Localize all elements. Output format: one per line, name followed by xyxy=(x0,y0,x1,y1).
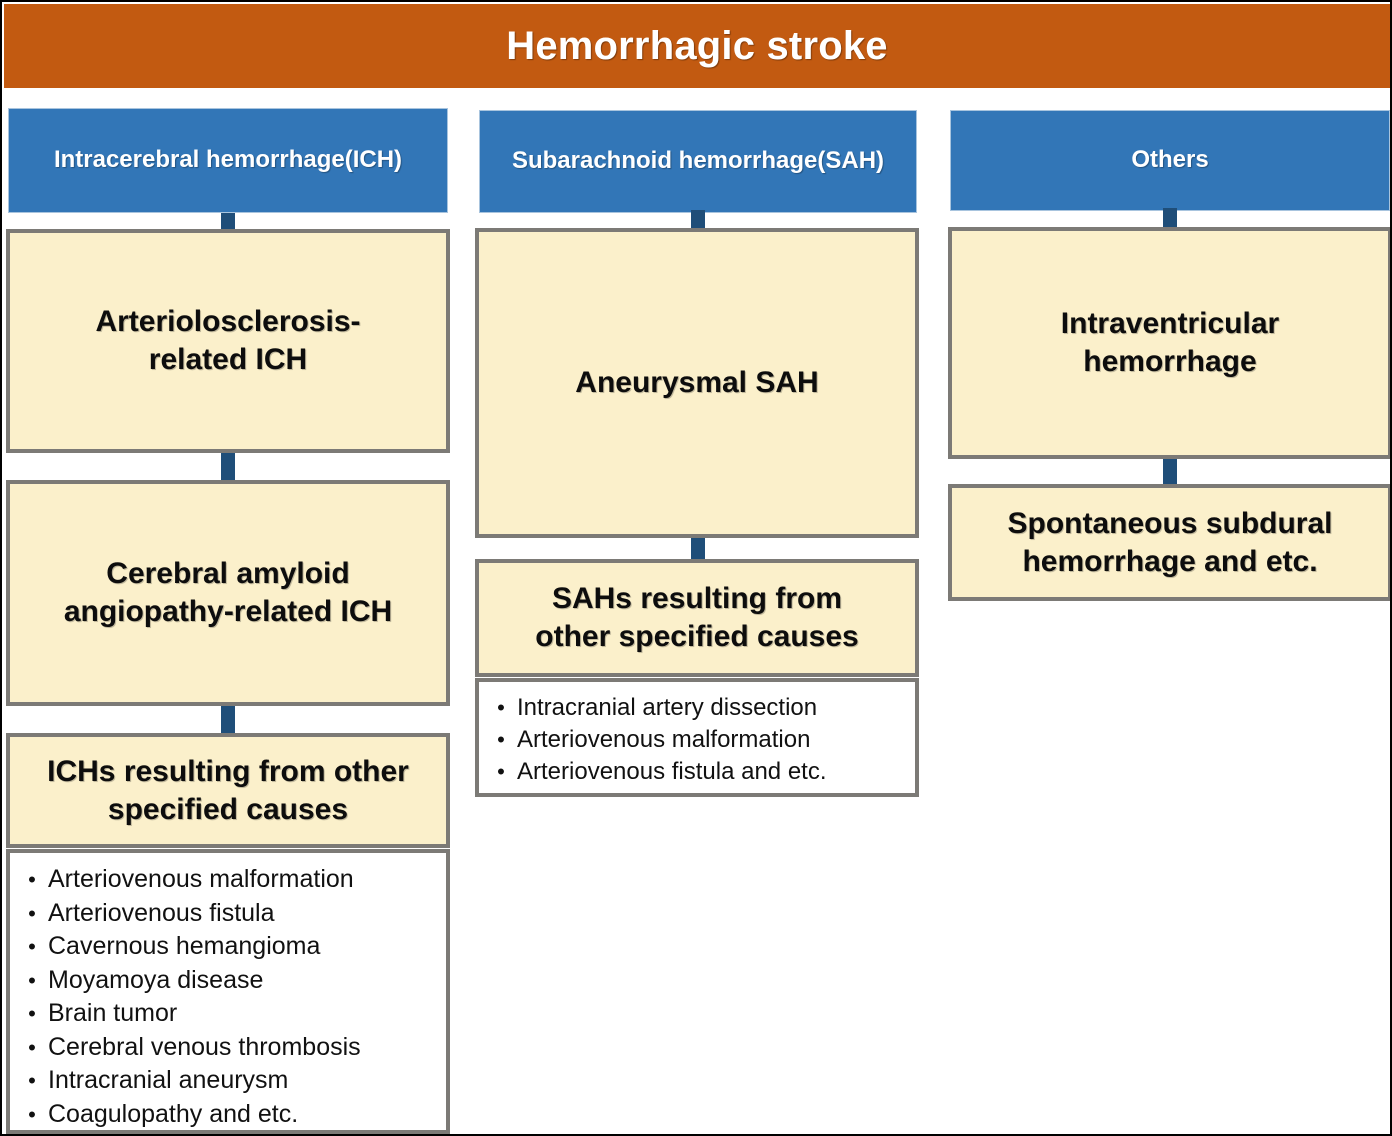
list-item: • Arteriovenous fistula and etc. xyxy=(485,756,909,788)
node-ichs-other-specified-causes: ICHs resulting from other specified caus… xyxy=(6,733,450,848)
node-ichs-other-line2: specified causes xyxy=(107,792,349,826)
list-item: • Moyamoya disease xyxy=(16,964,440,998)
list-item: • Intracranial artery dissection xyxy=(485,692,909,724)
node-cerebral-amyloid-angiopathy-related-ich: Cerebral amyloid angiopathy-related ICH xyxy=(6,480,450,706)
node-spontaneous-subdural-hemorrhage: Spontaneous subdural hemorrhage and etc. xyxy=(948,484,1390,601)
connector-others-node1-to-node2 xyxy=(1163,459,1177,485)
list-item: • Cavernous hemangioma xyxy=(16,930,440,964)
list-item: • Cerebral venous thrombosis xyxy=(16,1031,440,1065)
node-intraventricular-hemorrhage: Intraventricular hemorrhage xyxy=(948,227,1390,459)
node-aneurysmal-sah: Aneurysmal SAH xyxy=(475,228,919,538)
bullet-marker-icon: • xyxy=(497,727,505,753)
node-spontaneous-subdural-line1: Spontaneous subdural xyxy=(1007,506,1333,540)
node-arteriolosclerosis-line2: related ICH xyxy=(148,343,308,376)
column-header-sah-line2: (SAH) xyxy=(817,147,885,175)
node-sahs-other-line2: other specified causes xyxy=(535,620,859,653)
connector-ich-node1-to-node2 xyxy=(221,453,235,481)
node-intraventricular-line2: hemorrhage xyxy=(1083,345,1257,378)
bullet-marker-icon: • xyxy=(28,967,36,993)
bullet-list-ich: • Arteriovenous malformation • Arteriove… xyxy=(6,849,450,1134)
node-aneurysmal-sah-line1: Aneurysmal SAH xyxy=(575,366,819,400)
diagram-title-banner: Hemorrhagic stroke xyxy=(4,4,1390,88)
bullet-list-sah: • Intracranial artery dissection • Arter… xyxy=(475,678,919,797)
list-item: • Brain tumor xyxy=(16,997,440,1031)
node-arteriolosclerosis-related-ich: Arteriolosclerosis- related ICH xyxy=(6,229,450,453)
node-intraventricular-line1: Intraventricular xyxy=(1060,307,1280,341)
column-header-ich-line1: Intracerebral hemorrhage xyxy=(53,146,345,174)
bullet-marker-icon: • xyxy=(28,1068,36,1093)
bullet-marker-icon: • xyxy=(28,1101,36,1127)
bullet-marker-icon: • xyxy=(28,867,36,892)
bullet-list-ich-items: • Arteriovenous malformation • Arteriove… xyxy=(16,863,440,1131)
bullet-list-sah-items: • Intracranial artery dissection • Arter… xyxy=(485,692,909,788)
column-header-ich-line2: (ICH) xyxy=(344,146,403,174)
bullet-marker-icon: • xyxy=(28,934,36,959)
list-item: • Arteriovenous fistula xyxy=(16,897,440,931)
bullet-marker-icon: • xyxy=(28,900,36,926)
bullet-marker-icon: • xyxy=(497,695,505,720)
column-header-others: Others xyxy=(950,110,1390,211)
bullet-marker-icon: • xyxy=(497,759,505,785)
node-arteriolosclerosis-line1: Arteriolosclerosis- xyxy=(95,305,361,339)
node-ichs-other-line1: ICHs resulting from other xyxy=(47,754,409,788)
node-cerebral-amyloid-line2: angiopathy-related ICH xyxy=(63,595,393,628)
connector-sah-node1-to-node2 xyxy=(691,538,705,562)
connector-ich-node2-to-node3 xyxy=(221,706,235,734)
page-title: Hemorrhagic stroke xyxy=(506,23,888,68)
node-cerebral-amyloid-line1: Cerebral amyloid xyxy=(106,557,350,591)
list-item: • Arteriovenous malformation xyxy=(485,724,909,756)
bullet-marker-icon: • xyxy=(28,1034,36,1060)
list-item: • Intracranial aneurysm xyxy=(16,1064,440,1098)
node-sahs-other-specified-causes: SAHs resulting from other specified caus… xyxy=(475,559,919,677)
column-header-sah-line1: Subarachnoid hemorrhage xyxy=(511,147,818,175)
list-item: • Coagulopathy and etc. xyxy=(16,1098,440,1132)
bullet-marker-icon: • xyxy=(28,1001,36,1026)
node-spontaneous-subdural-line2: hemorrhage and etc. xyxy=(1022,544,1318,578)
connector-others-header-to-node1 xyxy=(1163,208,1177,232)
column-header-sah: Subarachnoid hemorrhage (SAH) xyxy=(479,110,917,213)
column-header-ich: Intracerebral hemorrhage (ICH) xyxy=(8,108,448,213)
list-item: • Arteriovenous malformation xyxy=(16,863,440,897)
node-sahs-other-line1: SAHs resulting from xyxy=(551,582,843,616)
column-header-others-line1: Others xyxy=(1131,146,1209,174)
